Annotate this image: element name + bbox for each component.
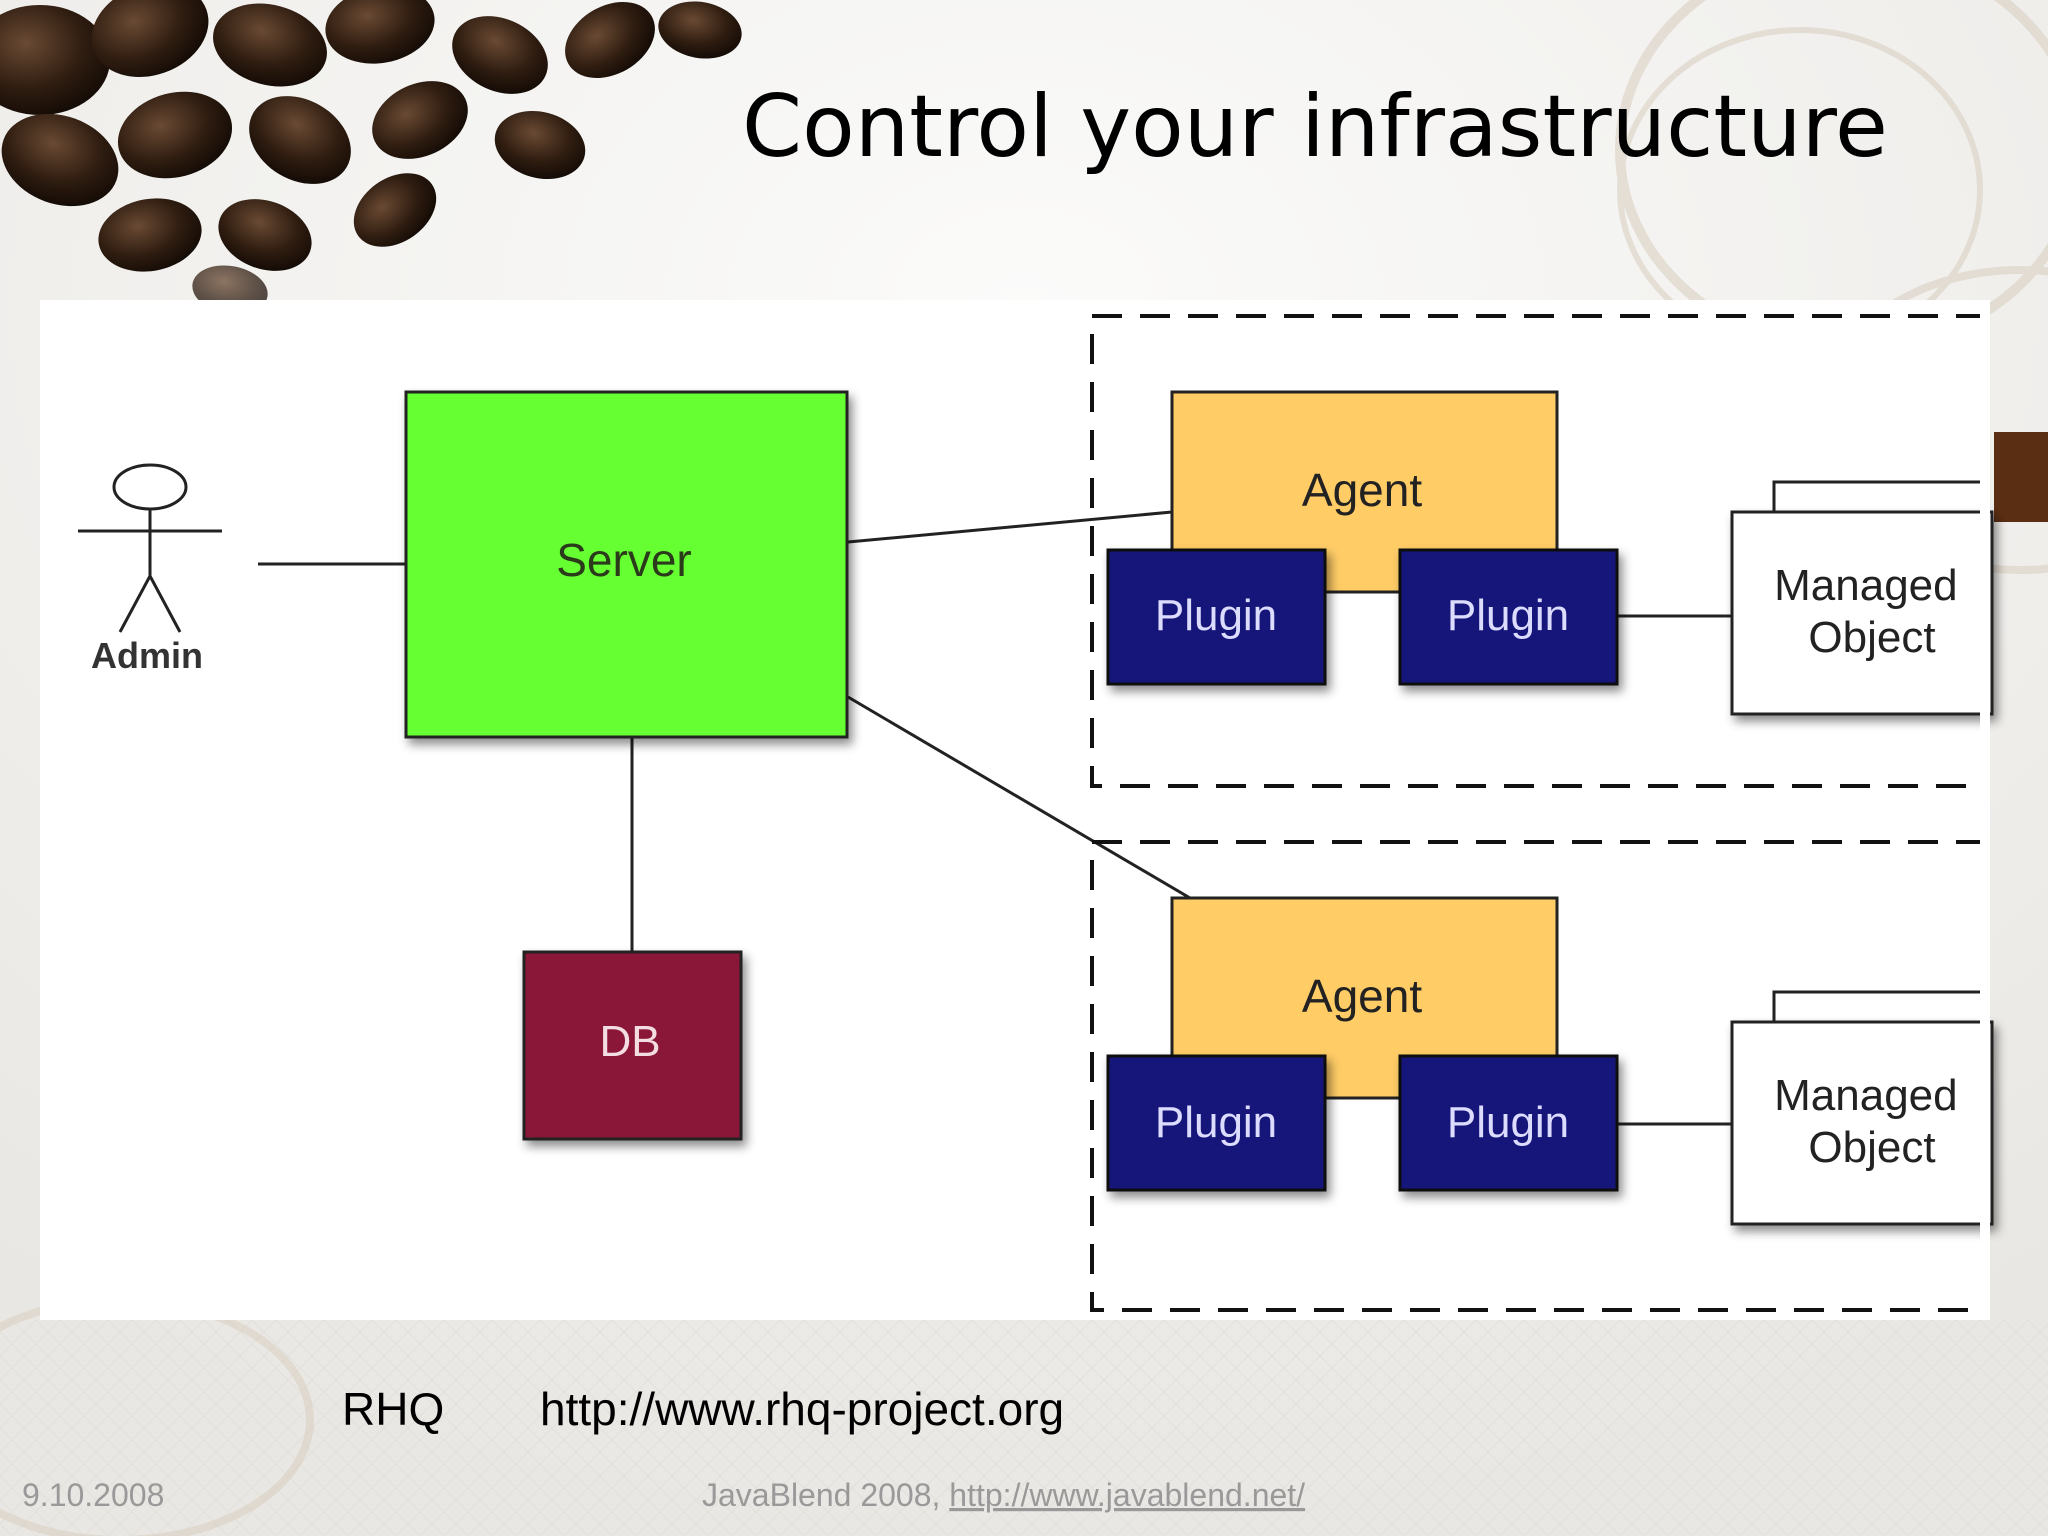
managed-object-line1: Managed bbox=[1774, 1071, 1957, 1120]
footer-event-text: JavaBlend 2008, bbox=[702, 1477, 949, 1513]
agent-host-group-1: Agent Plugin Plugin Managed Object bbox=[1090, 314, 1994, 788]
accent-tab bbox=[1994, 432, 2048, 522]
diagram-crop-edge bbox=[1980, 300, 1990, 1320]
fabric-texture bbox=[0, 1320, 2048, 1536]
footer-event: JavaBlend 2008, http://www.javablend.net… bbox=[702, 1477, 1305, 1513]
managed-object-line2: Object bbox=[1808, 1123, 1935, 1172]
plugin-box-1a bbox=[1106, 548, 1327, 686]
plugin-box-2b bbox=[1398, 1054, 1619, 1192]
coffee-beans-image bbox=[0, 0, 742, 315]
slide-title: Control your infrastructure bbox=[742, 77, 1888, 177]
plugin-box-2a bbox=[1106, 1054, 1327, 1192]
managed-object-1: Managed Object bbox=[1730, 480, 1994, 716]
db-node: DB bbox=[522, 950, 743, 1141]
host-boundary-2 bbox=[1090, 840, 1986, 1312]
managed-object-label-1: Managed Object bbox=[1774, 561, 1970, 662]
plugin-box-1b bbox=[1398, 548, 1619, 686]
server-agent1-connector bbox=[847, 510, 1173, 544]
host-boundary-1 bbox=[1090, 314, 1986, 788]
plugin-label-1b: Plugin bbox=[1447, 591, 1569, 640]
connector-lines bbox=[258, 510, 1732, 1126]
plugin-label-2a: Plugin bbox=[1155, 1098, 1277, 1147]
diagram-panel bbox=[40, 300, 1990, 1320]
server-label: Server bbox=[556, 534, 691, 586]
architecture-diagram: Admin Server DB Agent Plugin Plugin bbox=[40, 300, 1994, 1320]
managed-object-2: Managed Object bbox=[1730, 990, 1994, 1226]
managed-object-line2: Object bbox=[1808, 613, 1935, 662]
footer-date: 9.10.2008 bbox=[22, 1477, 164, 1513]
server-agent2-connector bbox=[847, 695, 1191, 900]
admin-label: Admin bbox=[91, 635, 203, 676]
agent-label-2: Agent bbox=[1302, 970, 1422, 1022]
agent-host-group-2: Agent Plugin Plugin Managed Object bbox=[1090, 840, 1994, 1312]
plugin-label-2b: Plugin bbox=[1447, 1098, 1569, 1147]
plugin-label-1a: Plugin bbox=[1155, 591, 1277, 640]
rhq-url[interactable]: http://www.rhq-project.org bbox=[540, 1383, 1064, 1435]
agent-label-1: Agent bbox=[1302, 464, 1422, 516]
stick-figure-icon bbox=[78, 463, 222, 633]
rhq-label: RHQ bbox=[342, 1383, 444, 1435]
footer-event-link[interactable]: http://www.javablend.net/ bbox=[949, 1477, 1305, 1513]
managed-object-line1: Managed bbox=[1774, 561, 1957, 610]
db-label: DB bbox=[599, 1017, 660, 1066]
admin-actor: Admin bbox=[78, 463, 222, 676]
managed-object-label-2: Managed Object bbox=[1774, 1071, 1970, 1172]
server-node: Server bbox=[404, 390, 849, 739]
